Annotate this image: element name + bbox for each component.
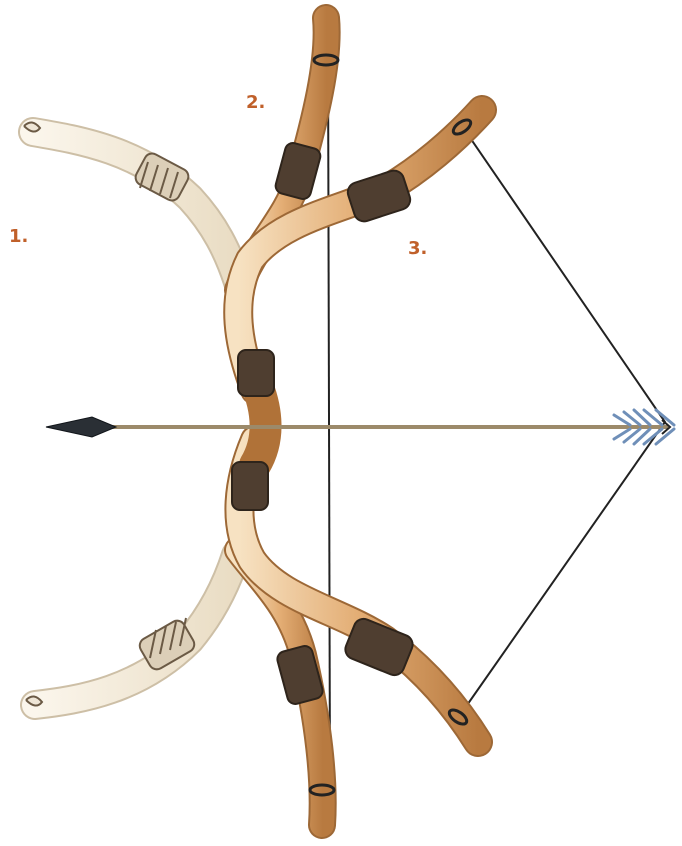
drawn-lower-binding <box>342 616 415 678</box>
label-strung-bow: 2. <box>246 92 265 113</box>
arrowhead <box>46 417 116 437</box>
strung-upper-binding <box>274 141 322 201</box>
arrow <box>46 410 674 444</box>
strung-lower-binding <box>276 644 325 705</box>
label-drawn-bow: 3. <box>408 238 427 259</box>
strung-bowstring <box>328 45 330 790</box>
label-unstrung-bow: 1. <box>9 226 28 247</box>
drawn-grip-lower-binding <box>232 462 268 510</box>
drawn-upper-binding <box>345 168 413 224</box>
drawn-grip-upper-binding <box>238 350 274 396</box>
unstrung-bow <box>24 122 238 705</box>
